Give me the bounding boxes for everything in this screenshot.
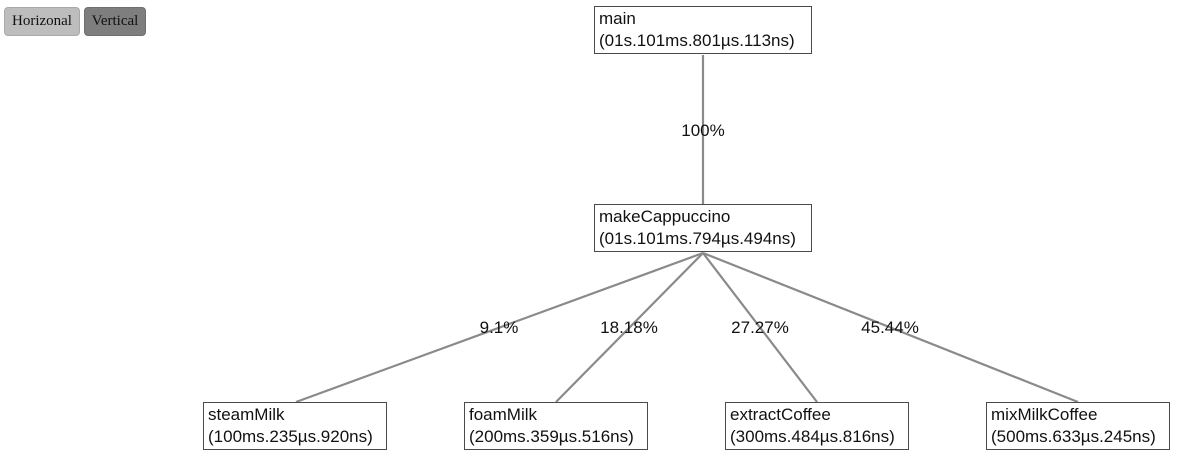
node-main-time: (01s.101ms.801µs.113ns) xyxy=(599,31,795,50)
edge-makecappuccino-steammilk xyxy=(295,251,704,404)
node-makecappuccino-name: makeCappuccino xyxy=(599,207,731,226)
node-steammilk-name: steamMilk xyxy=(208,405,285,424)
edge-label-main-makecappuccino: 100% xyxy=(681,121,724,140)
node-mixmilkcoffee-name: mixMilkCoffee xyxy=(991,405,1098,424)
horizontal-layout-button[interactable]: Horizonal xyxy=(4,7,80,36)
node-mixmilkcoffee-time: (500ms.633µs.245ns) xyxy=(991,427,1156,446)
node-extractcoffee[interactable]: extractCoffee (300ms.484µs.816ns) xyxy=(725,402,909,450)
node-main-name: main xyxy=(599,9,636,28)
node-foammilk-time: (200ms.359µs.516ns) xyxy=(469,427,634,446)
edge-makecappuccino-foammilk xyxy=(555,252,704,403)
node-mixmilkcoffee[interactable]: mixMilkCoffee (500ms.633µs.245ns) xyxy=(986,402,1170,450)
edge-makecappuccino-extractcoffee xyxy=(702,252,818,403)
node-steammilk[interactable]: steamMilk (100ms.235µs.920ns) xyxy=(203,402,387,450)
node-extractcoffee-name: extractCoffee xyxy=(730,405,831,424)
node-steammilk-time: (100ms.235µs.920ns) xyxy=(208,427,373,446)
node-extractcoffee-time: (300ms.484µs.816ns) xyxy=(730,427,895,446)
vertical-layout-button[interactable]: Vertical xyxy=(84,7,146,36)
node-makecappuccino[interactable]: makeCappuccino (01s.101ms.794µs.494ns) xyxy=(594,204,812,252)
edge-label-steammilk: 9.1% xyxy=(480,318,519,337)
node-main[interactable]: main (01s.101ms.801µs.113ns) xyxy=(594,6,812,54)
edge-label-mixmilkcoffee: 45.44% xyxy=(861,318,919,337)
edge-makecappuccino-mixmilkcoffee xyxy=(702,251,1079,404)
edge-label-extractcoffee: 27.27% xyxy=(731,318,789,337)
node-foammilk[interactable]: foamMilk (200ms.359µs.516ns) xyxy=(464,402,648,450)
node-makecappuccino-time: (01s.101ms.794µs.494ns) xyxy=(599,229,796,248)
node-foammilk-name: foamMilk xyxy=(469,405,538,424)
edge-label-foammilk: 18.18% xyxy=(600,318,658,337)
